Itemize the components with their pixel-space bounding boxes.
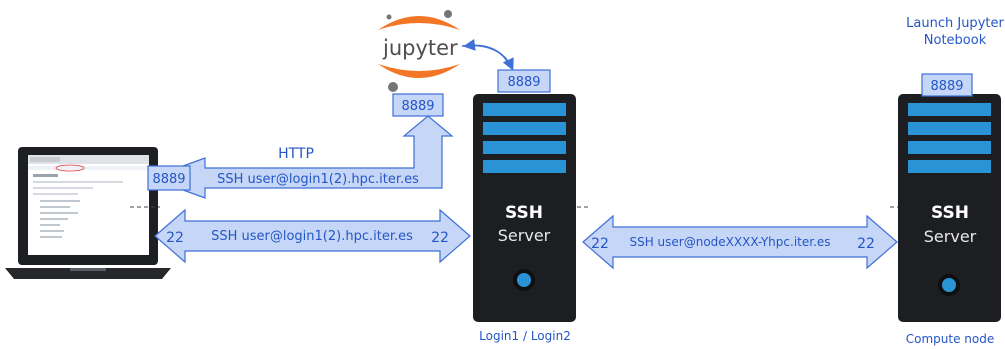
jupyter-logo-text: jupyter <box>382 36 458 60</box>
compute-port-label: 8889 <box>930 79 963 94</box>
login-ssh-port-left: 22 <box>431 230 449 246</box>
laptop-icon <box>5 147 171 279</box>
laptop-port-label: 8889 <box>152 172 185 187</box>
login-port-label: 8889 <box>507 75 540 90</box>
compute-server-title: SSH <box>931 203 969 223</box>
compute-ssh-port: 22 <box>857 236 875 252</box>
launch-label-line1: Launch Jupyter <box>906 16 1004 31</box>
compute-port-box: 8889 <box>921 73 973 97</box>
login-compute-ssh-arrow <box>582 214 898 270</box>
http-label: HTTP <box>278 146 314 162</box>
compute-server-icon: SSH Server <box>898 94 1001 322</box>
laptop-port-box: 8889 <box>147 165 191 191</box>
login-server-title: SSH <box>505 203 543 223</box>
laptop-ssh-port: 22 <box>166 230 184 246</box>
ssh-compute-label: SSH user@nodeXXXX-Yhpc.iter.es <box>629 235 830 249</box>
login-server-subtitle: Server <box>498 226 551 245</box>
login-caption: Login1 / Login2 <box>479 329 571 343</box>
laptop-login-ssh-arrow <box>154 208 471 264</box>
ssh-tunnel-label: SSH user@login1(2).hpc.iter.es <box>217 172 419 187</box>
jupyter-port-label: 8889 <box>401 99 434 114</box>
login-port-box: 8889 <box>497 69 551 93</box>
jupyter-link-arrow-back <box>463 38 511 67</box>
login-ssh-port-right: 22 <box>591 236 609 252</box>
launch-label-line2: Notebook <box>924 33 987 48</box>
jupyter-port-box: 8889 <box>392 93 444 117</box>
login-server-icon: SSH Server <box>473 94 576 322</box>
ssh-login-label: SSH user@login1(2).hpc.iter.es <box>211 229 413 244</box>
jupyter-logo-icon: jupyter <box>378 10 460 92</box>
compute-server-subtitle: Server <box>924 227 977 246</box>
compute-caption: Compute node <box>906 332 994 346</box>
